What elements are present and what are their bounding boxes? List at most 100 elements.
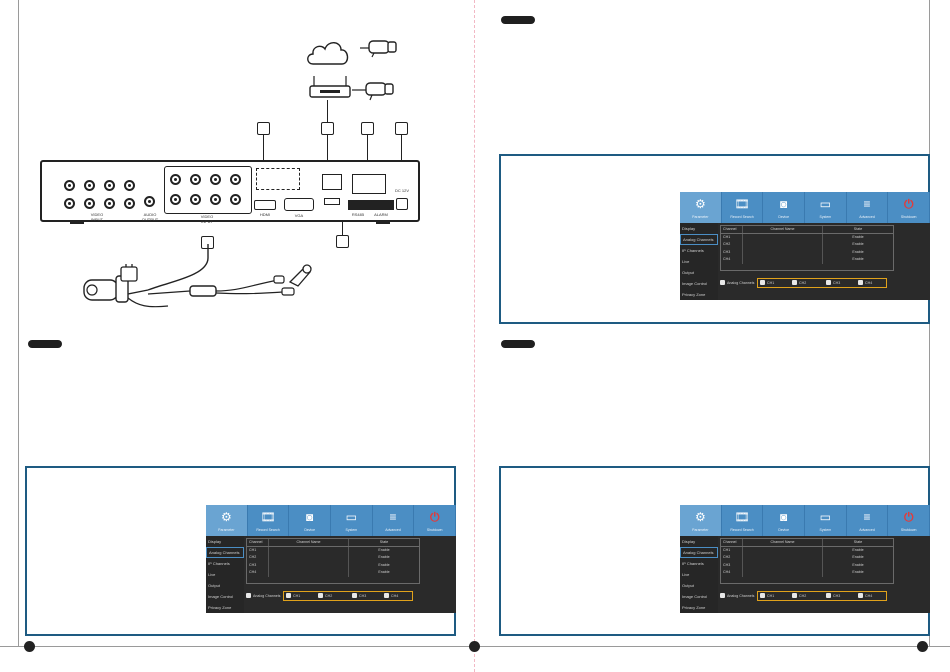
table-row[interactable]: CH1 Enable bbox=[247, 546, 419, 555]
cell-channel-name[interactable] bbox=[269, 554, 349, 562]
tab-parameter[interactable]: ⚙Parameter bbox=[680, 192, 722, 223]
microphone-icon bbox=[288, 264, 312, 287]
ch1-checkbox[interactable] bbox=[760, 280, 765, 285]
ch2-checkbox[interactable] bbox=[792, 280, 797, 285]
analog-channels-checkbox[interactable] bbox=[246, 593, 251, 598]
table-row[interactable]: CH1 Enable bbox=[721, 546, 893, 555]
tab-advanced-label: Advanced bbox=[859, 215, 875, 219]
tab-system[interactable]: ▭System bbox=[805, 192, 847, 223]
ch3-checkbox[interactable] bbox=[826, 280, 831, 285]
tab-parameter[interactable]: ⚙Parameter bbox=[680, 505, 722, 536]
table-row[interactable]: CH4 Enable bbox=[721, 569, 893, 577]
cell-channel-name[interactable] bbox=[743, 569, 823, 577]
ch2-check-label: CH2 bbox=[799, 281, 807, 285]
sidebar-item-analog-channels[interactable]: Analog Channels bbox=[680, 547, 718, 558]
analog-channels-checkbox[interactable] bbox=[720, 280, 725, 285]
sidebar-item-privacy-zone[interactable]: Privacy Zone bbox=[208, 605, 232, 610]
cell-state[interactable]: Enable bbox=[852, 547, 864, 552]
sidebar-item-output[interactable]: Output bbox=[682, 270, 695, 275]
cell-channel-name[interactable] bbox=[269, 561, 349, 570]
cell-channel-name[interactable] bbox=[743, 546, 823, 555]
table-row[interactable]: CH2 Enable bbox=[247, 554, 419, 562]
table-row[interactable]: CH1 Enable bbox=[721, 233, 893, 242]
sidebar-item-display[interactable]: Display bbox=[682, 539, 696, 544]
cell-state[interactable]: Enable bbox=[852, 249, 864, 254]
tab-record-search-label: Record Search bbox=[730, 215, 754, 219]
cell-channel-name[interactable] bbox=[743, 554, 823, 562]
table-row[interactable]: CH4 Enable bbox=[721, 256, 893, 264]
sidebar-item-analog-channels[interactable]: Analog Channels bbox=[206, 547, 244, 558]
tab-record-search[interactable]: 🎞Record Search bbox=[247, 505, 290, 536]
table-row[interactable]: CH2 Enable bbox=[721, 554, 893, 562]
video-input-group-2 bbox=[164, 166, 252, 214]
table-row[interactable]: CH3 Enable bbox=[247, 561, 419, 570]
ch3-checkbox[interactable] bbox=[352, 593, 357, 598]
tab-parameter[interactable]: ⚙Parameter bbox=[206, 505, 248, 536]
tab-shutdown[interactable]: ⏻Shutdown bbox=[888, 505, 930, 536]
sidebar-item-ip-channels[interactable]: IP Channels bbox=[682, 561, 704, 566]
ch4-checkbox[interactable] bbox=[384, 593, 389, 598]
table-row[interactable]: CH4 Enable bbox=[247, 569, 419, 577]
tab-record-search[interactable]: 🎞Record Search bbox=[721, 192, 764, 223]
tab-shutdown[interactable]: ⏻Shutdown bbox=[414, 505, 456, 536]
ch1-checkbox[interactable] bbox=[760, 593, 765, 598]
cell-state[interactable]: Enable bbox=[378, 570, 390, 575]
sidebar-item-privacy-zone[interactable]: Privacy Zone bbox=[682, 292, 706, 297]
terminal-strip bbox=[348, 200, 394, 210]
sidebar-item-output[interactable]: Output bbox=[208, 583, 221, 588]
tab-advanced[interactable]: ≡Advanced bbox=[846, 192, 889, 223]
sidebar-item-image-control[interactable]: Image Control bbox=[682, 594, 708, 599]
sidebar-item-live[interactable]: Live bbox=[682, 259, 690, 264]
tab-shutdown[interactable]: ⏻Shutdown bbox=[888, 192, 930, 223]
crop-dot-right bbox=[917, 641, 928, 652]
tab-advanced[interactable]: ≡Advanced bbox=[846, 505, 889, 536]
tab-device[interactable]: ◙Device bbox=[763, 505, 806, 536]
cell-channel-name[interactable] bbox=[269, 546, 349, 555]
cell-state[interactable]: Enable bbox=[378, 547, 390, 552]
sidebar-item-image-control[interactable]: Image Control bbox=[682, 281, 708, 286]
cell-state[interactable]: Enable bbox=[852, 242, 864, 247]
sidebar-item-privacy-zone[interactable]: Privacy Zone bbox=[682, 605, 706, 610]
table-row[interactable]: CH2 Enable bbox=[721, 241, 893, 249]
table-row[interactable]: CH3 Enable bbox=[721, 561, 893, 570]
sidebar-item-output[interactable]: Output bbox=[682, 583, 695, 588]
ch3-checkbox[interactable] bbox=[826, 593, 831, 598]
cell-channel-name[interactable] bbox=[743, 248, 823, 257]
sidebar-item-display[interactable]: Display bbox=[682, 226, 696, 231]
ch4-checkbox[interactable] bbox=[858, 593, 863, 598]
cell-state[interactable]: Enable bbox=[852, 570, 864, 575]
cell-state[interactable]: Enable bbox=[378, 562, 390, 567]
cell-state[interactable]: Enable bbox=[852, 562, 864, 567]
ch4-checkbox[interactable] bbox=[858, 280, 863, 285]
sidebar-item-live[interactable]: Live bbox=[208, 572, 216, 577]
tab-system[interactable]: ▭System bbox=[331, 505, 373, 536]
ch2-checkbox[interactable] bbox=[318, 593, 323, 598]
cell-state[interactable]: Enable bbox=[852, 234, 864, 239]
tab-device[interactable]: ◙Device bbox=[289, 505, 332, 536]
table-row[interactable]: CH3 Enable bbox=[721, 248, 893, 257]
cell-channel-name[interactable] bbox=[743, 233, 823, 242]
cell-channel-name[interactable] bbox=[743, 241, 823, 249]
ch2-checkbox[interactable] bbox=[792, 593, 797, 598]
analog-channels-checkbox[interactable] bbox=[720, 593, 725, 598]
cell-channel-name[interactable] bbox=[743, 256, 823, 264]
cell-state[interactable]: Enable bbox=[378, 555, 390, 560]
cell-state[interactable]: Enable bbox=[852, 257, 864, 262]
cell-channel-name[interactable] bbox=[743, 561, 823, 570]
sidebar-item-analog-channels[interactable]: Analog Channels bbox=[680, 234, 718, 245]
sidebar-item-ip-channels[interactable]: IP Channels bbox=[208, 561, 230, 566]
sidebar-item-live[interactable]: Live bbox=[682, 572, 690, 577]
sidebar-item-display[interactable]: Display bbox=[208, 539, 222, 544]
cell-state[interactable]: Enable bbox=[852, 555, 864, 560]
cell-channel-name[interactable] bbox=[269, 569, 349, 577]
tab-advanced[interactable]: ≡Advanced bbox=[372, 505, 415, 536]
tab-record-search[interactable]: 🎞Record Search bbox=[721, 505, 764, 536]
bnc-port-9 bbox=[170, 174, 181, 185]
tab-device[interactable]: ◙Device bbox=[763, 192, 806, 223]
label-vga: VGA bbox=[294, 213, 304, 218]
ch1-checkbox[interactable] bbox=[286, 593, 291, 598]
sidebar-item-image-control[interactable]: Image Control bbox=[208, 594, 234, 599]
tab-system[interactable]: ▭System bbox=[805, 505, 847, 536]
lan-port bbox=[322, 174, 342, 190]
sidebar-item-ip-channels[interactable]: IP Channels bbox=[682, 248, 704, 253]
